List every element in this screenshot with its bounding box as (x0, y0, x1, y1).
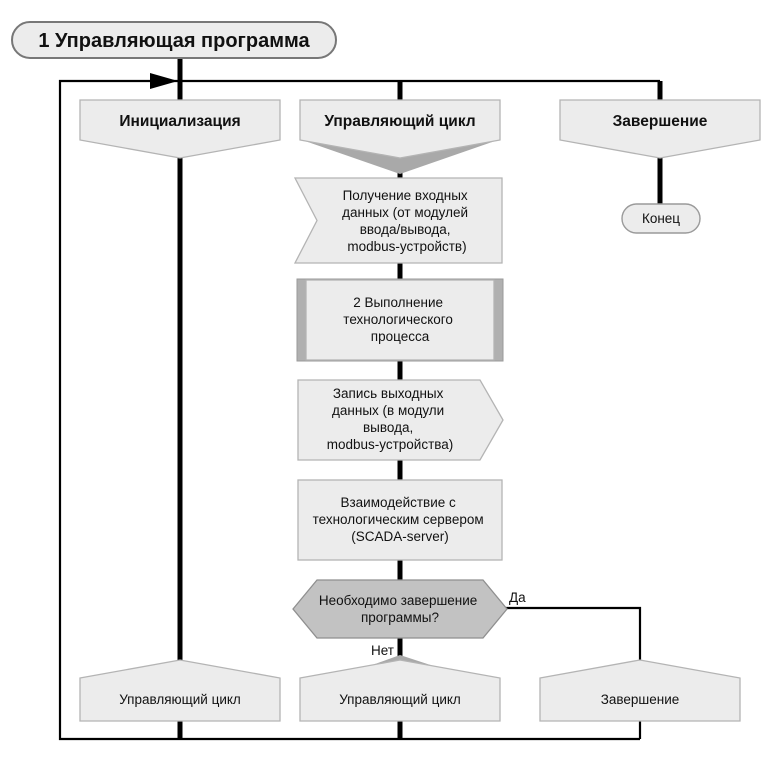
header-cycle-shape (299, 99, 501, 159)
scada-label: Взаимодействие с технологическим серверо… (313, 495, 488, 544)
header-finish-label: Завершение (613, 113, 708, 130)
bottom-cycle-left-shape (79, 659, 281, 722)
receive-line-3: ввода/вывода, (360, 222, 451, 237)
decision-label: Необходимо завершение программы? (319, 593, 481, 625)
node-end-terminator: Конец (621, 203, 701, 234)
end-terminator-label: Конец (642, 211, 680, 226)
header-finish-shape (559, 99, 761, 159)
send-label: Запись выходных данных (в модули вывода,… (327, 386, 454, 452)
send-line-3: вывода, (363, 420, 413, 435)
receive-line-1: Получение входных (343, 188, 468, 203)
receive-line-4: modbus-устройств) (347, 239, 466, 254)
node-process: 2 Выполнение технологического процесса (296, 278, 504, 362)
process-label: 2 Выполнение технологического процесса (343, 295, 456, 344)
loop-arrowhead-icon (150, 73, 178, 89)
program-title: 1 Управляющая программа (11, 21, 337, 59)
program-title-label: 1 Управляющая программа (38, 30, 310, 52)
bottom-cycle-left-label: Управляющий цикл (119, 692, 241, 707)
bottom-finish-shape (539, 659, 741, 722)
send-line-4: modbus-устройства) (327, 437, 454, 452)
send-line-1: Запись выходных (333, 386, 444, 401)
bottom-cycle-middle-shape (299, 659, 501, 722)
scada-line-3: (SCADA-server) (351, 529, 449, 544)
process-line-2: технологического (343, 312, 453, 327)
process-line-1: 2 Выполнение (353, 295, 443, 310)
node-bottom-cycle-left: Управляющий цикл (79, 659, 281, 722)
decision-shape (292, 579, 508, 639)
decision-yes-label: Да (509, 590, 526, 605)
node-send: Запись выходных данных (в модули вывода,… (297, 379, 504, 461)
loop-return-line (58, 79, 660, 741)
node-header-finish: Завершение (559, 99, 761, 159)
scada-line-1: Взаимодействие с (340, 495, 456, 510)
receive-line-2: данных (от модулей (342, 205, 468, 220)
node-bottom-cycle-middle: Управляющий цикл (299, 659, 501, 722)
process-shape (305, 279, 495, 361)
scada-line-2: технологическим сервером (313, 512, 484, 527)
node-bottom-finish: Завершение (539, 659, 741, 722)
scada-shape (297, 479, 503, 561)
header-init-label: Инициализация (119, 113, 240, 130)
node-scada: Взаимодействие с технологическим серверо… (297, 479, 503, 561)
node-receive: Получение входных данных (от модулей вво… (293, 177, 503, 264)
bottom-cycle-middle-label: Управляющий цикл (339, 692, 461, 707)
node-header-cycle: Управляющий цикл (299, 99, 501, 159)
receive-label: Получение входных данных (от модулей вво… (342, 188, 472, 254)
send-line-2: данных (в модули (332, 403, 444, 418)
decision-no-label: Нет (371, 643, 394, 658)
decision-line-1: Необходимо завершение (319, 593, 477, 608)
receive-shape (293, 177, 503, 264)
header-cycle-label: Управляющий цикл (324, 113, 475, 130)
node-header-init: Инициализация (79, 99, 281, 159)
node-decision: Необходимо завершение программы? (292, 579, 508, 639)
end-terminator-shape (621, 203, 701, 234)
decision-line-2: программы? (361, 610, 439, 625)
process-line-3: процесса (371, 329, 430, 344)
bottom-finish-label: Завершение (601, 692, 680, 707)
send-shape (297, 379, 504, 461)
header-init-shape (79, 99, 281, 159)
program-title-shape (11, 21, 337, 59)
